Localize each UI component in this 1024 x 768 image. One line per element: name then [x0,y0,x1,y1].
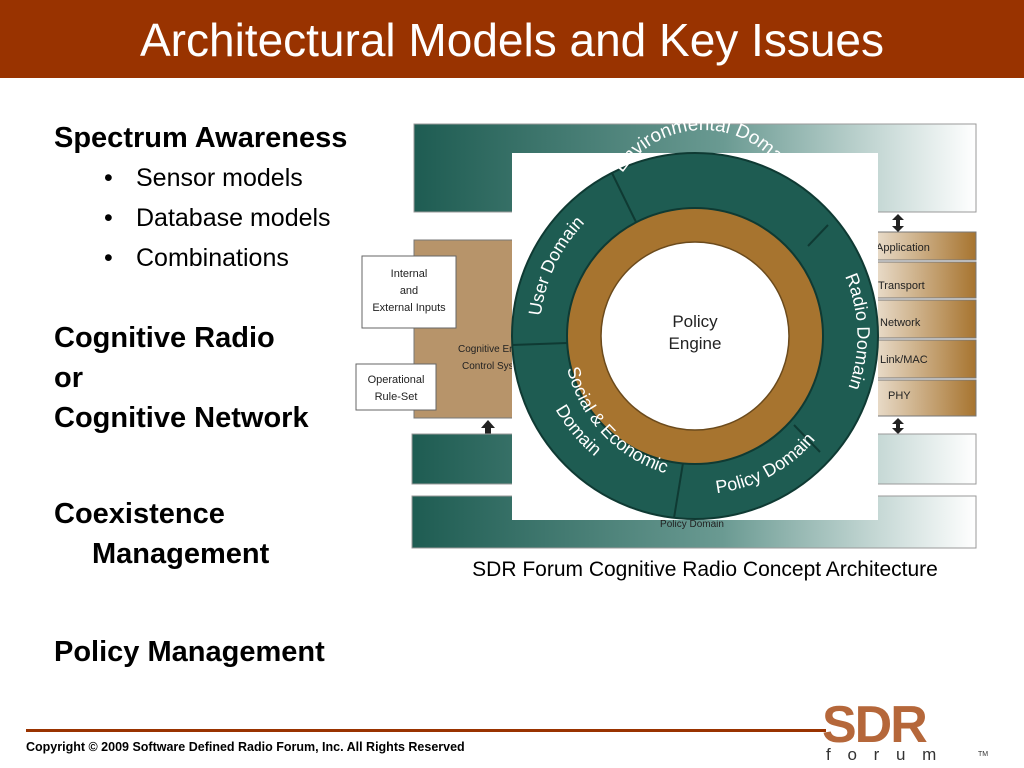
title-bar [0,0,1024,78]
input-box [361,255,457,329]
heading-cognitive-radio: Cognitive Radio [54,322,275,354]
logo-tm: TM [978,751,988,758]
architecture-diagram: Internal and External Inputs Operational… [355,120,977,549]
spectrum-bullets: Sensor models Database models Combinatio… [54,158,414,278]
inputs-line2: and [400,285,418,297]
heading-cognitive-network: Cognitive Network [54,402,309,434]
layer-application: Application [876,242,930,254]
core-line2: Engine [669,334,722,353]
bottom-bar-label: Policy Domain [660,519,724,530]
inputs-line1: Internal [391,268,428,280]
topic-list: Spectrum Awareness Sensor models Databas… [54,118,414,672]
slide-title: Architectural Models and Key Issues [139,14,885,66]
heading-policy-management: Policy Management [54,636,325,668]
control-line1: Cognitive En [458,344,515,355]
layer-network: Network [880,317,921,329]
heading-management: Management [92,538,270,570]
inputs-line3: External Inputs [372,302,446,314]
heading-coexistence: Coexistence [54,498,225,530]
bullet-combinations: Combinations [54,238,414,278]
heading-spectrum-awareness: Spectrum Awareness [54,122,348,154]
bullet-sensor-models: Sensor models [54,158,414,198]
control-line2: Control Sys [462,361,514,372]
bullet-database-models: Database models [54,198,414,238]
domain-ring [511,152,879,520]
arrow-icon [481,214,904,434]
rules-line1: Operational [368,374,425,386]
logo-letters: SDR [822,696,927,754]
layer-phy: PHY [888,390,911,402]
copyright-text: Copyright © 2009 Software Defined Radio … [26,740,465,754]
footer-divider [26,729,826,732]
logo-subtitle: f o r u m [826,745,942,764]
protocol-stack [859,231,977,417]
sdr-forum-logo: SDR f o r u m TM [822,696,988,764]
rules-line2: Rule-Set [375,391,418,403]
layer-link-mac: Link/MAC [880,354,928,366]
diagram-caption: SDR Forum Cognitive Radio Concept Archit… [472,558,938,581]
rule-set-box [355,363,437,411]
layer-transport: Transport [878,280,925,292]
heading-or: or [54,362,83,394]
core-line1: Policy [672,312,718,331]
